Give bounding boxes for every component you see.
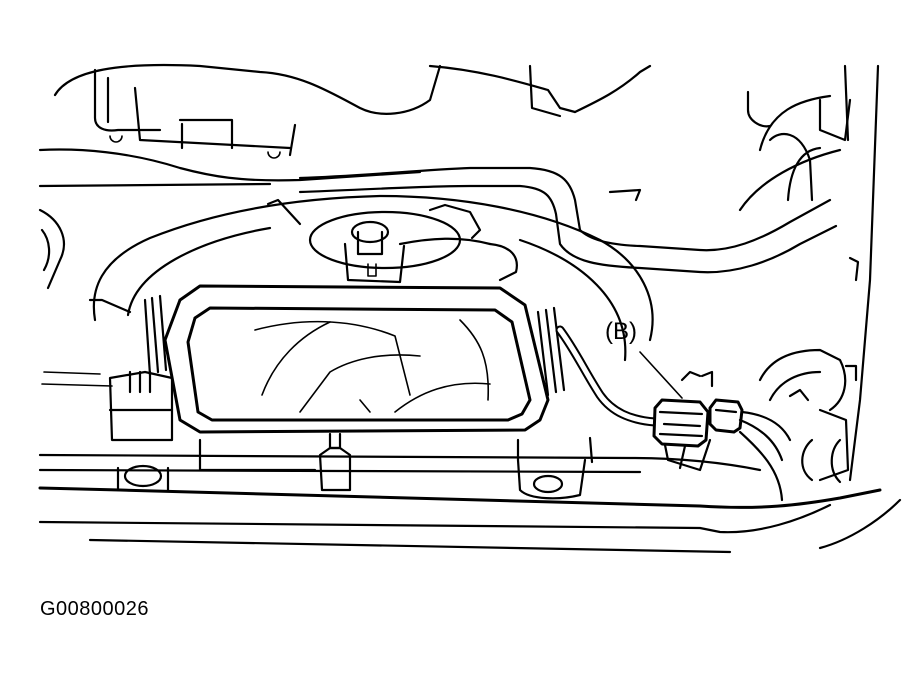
lower-support (38, 370, 902, 554)
fan-shroud (38, 194, 654, 387)
callout-label-b: (B) (605, 318, 637, 345)
fan-motor (266, 198, 518, 284)
figure-code: G00800026 (40, 598, 150, 620)
fan-frame (143, 284, 566, 434)
fan-blades (254, 319, 491, 413)
connector-b (652, 398, 792, 470)
callout-leader (639, 351, 683, 399)
upper-pipe (298, 64, 880, 482)
right-hardware (658, 256, 860, 502)
upper-engine-block (38, 63, 772, 188)
wiring-harness (555, 325, 660, 427)
